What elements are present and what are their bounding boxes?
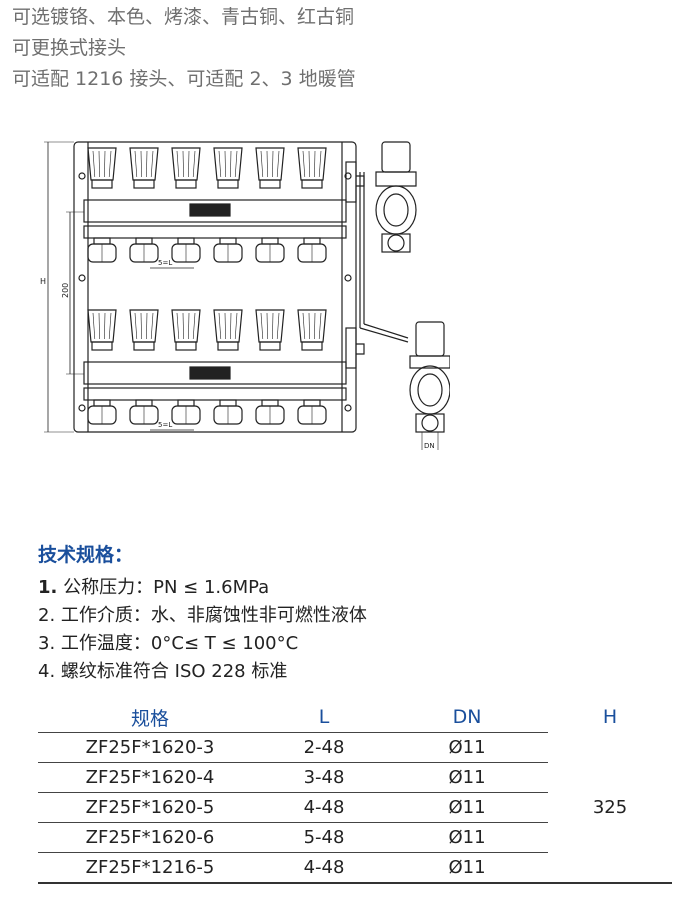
dim-h-label: H [40, 277, 46, 286]
valve-knob [297, 309, 327, 351]
pipe-fitting [171, 237, 201, 263]
pipe-fitting [129, 399, 159, 425]
cell-dn: Ø11 [386, 762, 548, 793]
intro-line-compat: 可适配 1216 接头、可适配 2、3 地暖管 [12, 68, 356, 90]
table-row: ZF25F*1620-5 4-48 Ø11 [38, 792, 672, 823]
pipe-fitting [297, 399, 327, 425]
cell-l: 2-48 [262, 732, 386, 763]
dim-pitch-bottom-label: 5=L [158, 421, 172, 429]
valve-knob [87, 309, 117, 351]
cell-dn: Ø11 [386, 822, 548, 853]
manifold-technical-drawing: H 200 5=L 5=L DN [40, 141, 450, 450]
pipe-fitting [213, 399, 243, 425]
col-header-dn: DN [386, 702, 548, 733]
manifold-side-view-bottom [409, 321, 450, 450]
valve-knob [129, 147, 159, 189]
intro-text: 可选镀铬、本色、烤漆、青古铜、红古铜 可更换式接头 可适配 1216 接头、可适… [12, 2, 356, 95]
valve-knob [171, 309, 201, 351]
cell-h: 325 [548, 732, 672, 884]
dim-pitch-top-label: 5=L [158, 259, 172, 267]
cell-model: ZF25F*1216-5 [38, 852, 262, 884]
pipe-fitting [255, 399, 285, 425]
valve-knob [255, 147, 285, 189]
pipe-fitting [297, 237, 327, 263]
valve-knob [213, 309, 243, 351]
manifold-front-view [44, 141, 365, 433]
intro-line-fittings: 可更换式接头 [12, 37, 127, 59]
table-row: ZF25F*1620-4 3-48 Ø11 [38, 762, 672, 793]
cell-l: 5-48 [262, 822, 386, 853]
cell-model: ZF25F*1620-5 [38, 792, 262, 823]
valve-knob [129, 309, 159, 351]
valve-knob [255, 309, 285, 351]
pipe-fitting [213, 237, 243, 263]
col-header-l: L [262, 702, 386, 733]
cell-model: ZF25F*1620-4 [38, 762, 262, 793]
dim-dn-label: DN [424, 442, 435, 450]
cell-model: ZF25F*1620-6 [38, 822, 262, 853]
spec-item: 1. 公称压力：PN ≤ 1.6MPa [38, 577, 270, 598]
spec-item: 2. 工作介质：水、非腐蚀性非可燃性液体 [38, 605, 367, 626]
table-row: ZF25F*1216-5 4-48 Ø11 [38, 852, 672, 884]
valve-knob [171, 147, 201, 189]
dim-200-label: 200 [61, 283, 70, 298]
spec-table: 规格 L DN H ZF25F*1620-3 2-48 Ø11 325 ZF25… [38, 702, 672, 884]
table-header-row: 规格 L DN H [38, 702, 672, 733]
table-row: ZF25F*1620-3 2-48 Ø11 325 [38, 732, 672, 884]
spec-title: 技术规格： [38, 544, 134, 566]
spec-list: 1. 公称压力：PN ≤ 1.6MPa 2. 工作介质：水、非腐蚀性非可燃性液体… [38, 574, 367, 686]
spec-item: 4. 螺纹标准符合 ISO 228 标准 [38, 661, 288, 682]
table-row: ZF25F*1620-6 5-48 Ø11 [38, 822, 672, 853]
col-header-h: H [602, 706, 618, 729]
cell-dn: Ø11 [386, 792, 548, 823]
cell-dn: Ø11 [386, 852, 548, 884]
pipe-fitting [171, 399, 201, 425]
cell-model: ZF25F*1620-3 [38, 732, 262, 763]
cell-dn: Ø11 [386, 732, 548, 763]
cell-l: 4-48 [262, 792, 386, 823]
pipe-fitting [129, 237, 159, 263]
col-header-model: 规格 [38, 702, 262, 733]
cell-l: 4-48 [262, 852, 386, 884]
pipe-fitting [87, 237, 117, 263]
intro-line-finishes: 可选镀铬、本色、烤漆、青古铜、红古铜 [12, 6, 355, 28]
manifold-side-view-top [359, 141, 417, 343]
valve-knob [213, 147, 243, 189]
spec-item: 3. 工作温度：0°C≤ T ≤ 100°C [38, 633, 299, 654]
pipe-fitting [255, 237, 285, 263]
valve-knob [297, 147, 327, 189]
valve-knob [87, 147, 117, 189]
pipe-fitting [87, 399, 117, 425]
cell-l: 3-48 [262, 762, 386, 793]
